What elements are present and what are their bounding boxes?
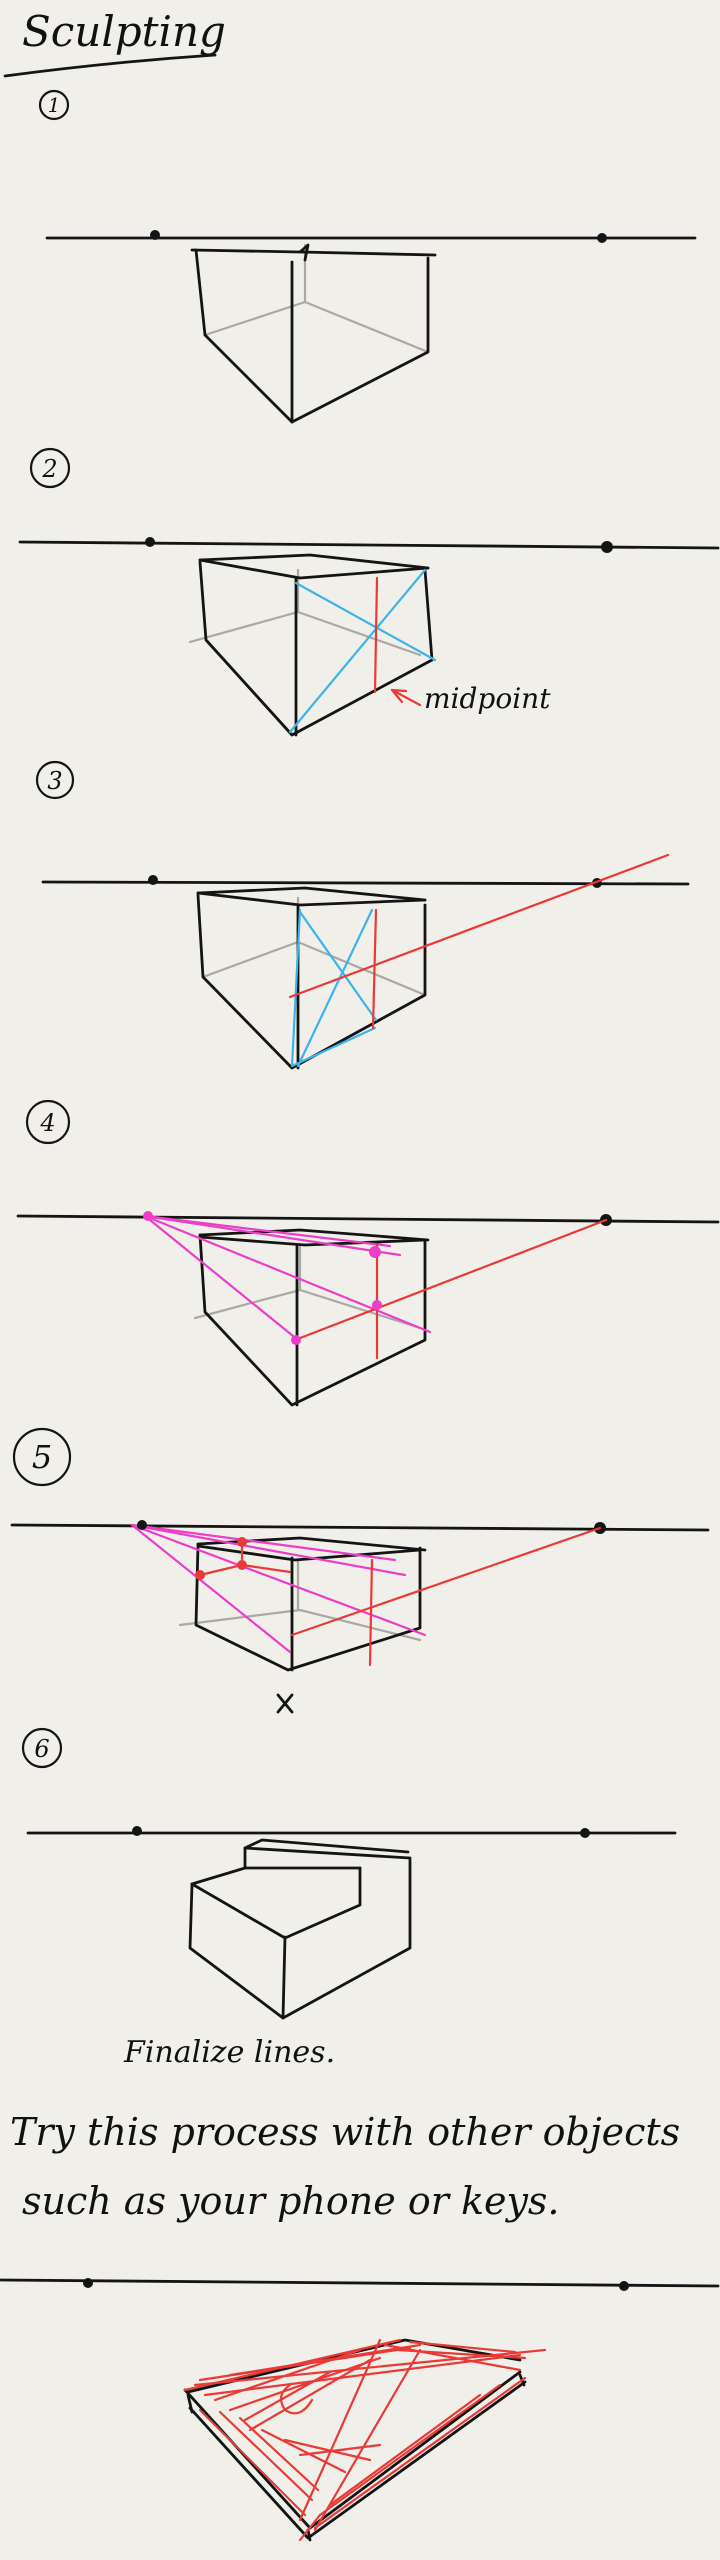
horizon-line (0, 2278, 720, 2288)
right-vanishing-point (580, 1828, 590, 1838)
line-to-vanishing-point (288, 853, 670, 999)
step-number: 2 (41, 455, 57, 483)
intersection-dot (237, 1537, 247, 1547)
step-3: 3 (35, 760, 690, 1070)
box-sketch (190, 243, 437, 424)
left-vanishing-point (83, 2278, 93, 2288)
instruction-line-2: such as your phone or keys. (22, 2179, 560, 2223)
magenta-perspective-lines (143, 1214, 432, 1342)
step-number-circle (29, 447, 71, 489)
title-underline (3, 53, 217, 78)
intersection-dot (237, 1560, 247, 1570)
instruction-line-1: Try this process with other objects (10, 2110, 680, 2154)
left-vanishing-point (132, 1826, 142, 1836)
example-sketch (0, 2278, 720, 2542)
step-6: 6 Finalize lines. (21, 1727, 677, 2070)
midpoint-arrow (390, 688, 422, 707)
intersection-dot (369, 1246, 381, 1258)
step-number-circle (25, 1099, 71, 1145)
step-number-circle (35, 760, 75, 800)
instruction-text: Try this process with other objects such… (10, 2110, 680, 2223)
step-number-circle (21, 1727, 63, 1769)
step-number: 1 (48, 93, 61, 117)
right-vanishing-point (619, 2281, 629, 2291)
horizon-line (16, 1214, 720, 1224)
horizon-line (10, 1523, 710, 1532)
step-number: 5 (32, 1438, 52, 1476)
right-vanishing-point (601, 541, 613, 553)
midpoint-vertical (371, 908, 378, 1030)
midpoint-vertical (373, 576, 379, 694)
step-number-circle (38, 89, 70, 121)
intersection-dot (372, 1300, 382, 1310)
box-sketch (196, 886, 427, 1070)
step-caption: Finalize lines. (123, 2035, 335, 2070)
step-4: 4 (16, 1099, 720, 1407)
stepped-object (188, 1838, 412, 2020)
step-1: 1 (38, 89, 697, 424)
box-sketch (188, 553, 434, 737)
left-vanishing-point (143, 1211, 153, 1221)
right-vanishing-point (597, 233, 607, 243)
left-vanishing-point (137, 1520, 147, 1530)
midpoint-vertical (368, 1558, 374, 1667)
step-5: 5 (10, 1427, 710, 1714)
diagonals (288, 568, 437, 734)
horizon-line (18, 540, 720, 550)
step-number-circle (12, 1427, 72, 1487)
step-number: 3 (47, 767, 62, 795)
step-2: 2 midpoint (18, 447, 720, 737)
step-number: 4 (39, 1109, 55, 1137)
red-construction-lines (183, 2338, 547, 2542)
intersection-dot (195, 1570, 205, 1580)
left-vanishing-point (148, 875, 158, 885)
diagonals (290, 908, 378, 1068)
line-to-vanishing-point (290, 1526, 602, 1637)
page-title: Sculpting (22, 7, 226, 56)
intersection-dot (291, 1335, 301, 1345)
box-sketch (178, 1536, 427, 1672)
magenta-perspective-lines (130, 1523, 427, 1654)
left-vanishing-point (150, 230, 160, 240)
step-number: 6 (34, 1735, 49, 1763)
midpoint-label: midpoint (424, 682, 551, 715)
box-sketch (193, 1228, 430, 1407)
line-to-vanishing-point (293, 1218, 608, 1342)
left-vanishing-point (145, 537, 155, 547)
